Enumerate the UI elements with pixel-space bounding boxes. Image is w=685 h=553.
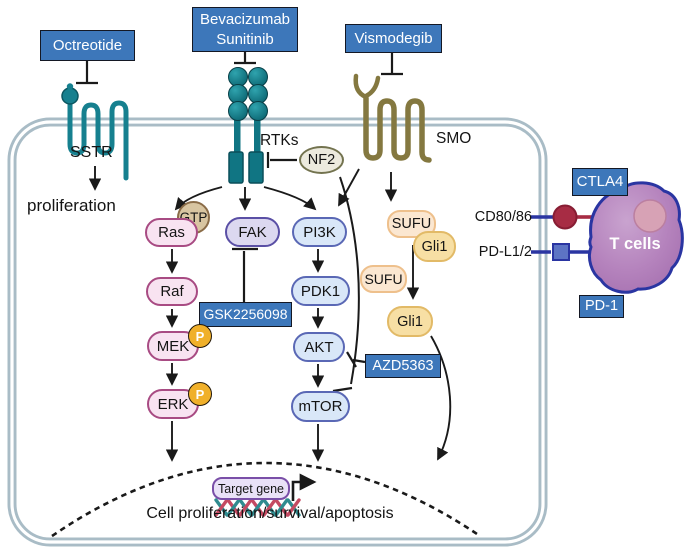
sufu-complex-node: SUFU	[387, 210, 436, 238]
gsk-fak-inhibition-line	[232, 247, 258, 302]
tcell-shape	[587, 181, 684, 294]
akt-node: AKT	[293, 332, 345, 362]
nucleus-boundary	[51, 461, 481, 538]
azd5363-drug-box: AZD5363	[365, 354, 441, 378]
pi3k-node: PI3K	[292, 217, 347, 247]
azd-akt-inhibition-line	[346, 351, 366, 368]
sunitinib-label: Sunitinib	[216, 30, 274, 48]
cd80-86-label: CD80/86	[474, 209, 532, 225]
proliferation-label: proliferation	[27, 196, 116, 215]
signaling-arrows	[88, 166, 452, 462]
rtk-receptor-icon	[228, 67, 268, 184]
raf-node: Raf	[146, 277, 198, 306]
pd-l1-2-label: PD-L1/2	[478, 244, 532, 260]
sufu-free-node: SUFU	[360, 265, 407, 293]
gli1-free-node: Gli1	[387, 306, 433, 337]
mek-node: MEK	[147, 331, 199, 361]
sstr-label: SSTR	[70, 144, 113, 161]
smo-label: SMO	[436, 130, 472, 147]
mtor-node: mTOR	[291, 391, 350, 422]
bevacizumab-sunitinib-drug-box: Bevacizumab Sunitinib	[192, 7, 298, 52]
erk-phospho-badge: P	[188, 382, 212, 406]
bevacizumab-label: Bevacizumab	[199, 11, 291, 28]
smo-receptor-icon	[353, 73, 432, 163]
outcome-label: Cell proliferation/survival/apoptosis	[146, 505, 394, 522]
tcell-nucleus	[633, 199, 667, 233]
nf2-node: NF2	[299, 146, 344, 174]
pdl1-ligand-icon	[552, 243, 570, 261]
tumor-cell-membrane	[7, 117, 548, 547]
sstr-receptor-icon	[61, 83, 129, 181]
nf2-rtk-inhibition-line	[266, 152, 297, 168]
vismodegib-inhibition-line	[381, 53, 403, 76]
vismodegib-drug-box: Vismodegib	[345, 24, 442, 53]
octreotide-inhibition-line	[76, 61, 98, 85]
dna-helix-icon	[214, 498, 301, 517]
cd80-ligand-icon	[552, 204, 578, 230]
transcription-arrow-icon	[291, 473, 317, 501]
octreotide-drug-box: Octreotide	[40, 30, 135, 61]
mek-phospho-badge: P	[188, 324, 212, 348]
gsk2256098-drug-box: GSK2256098	[199, 302, 292, 327]
rtks-label: RTKs	[260, 132, 299, 149]
target-gene-node: Target gene	[212, 477, 290, 500]
fak-node: FAK	[225, 217, 280, 247]
cd80-connector	[531, 204, 593, 230]
t-cells-label: T cells	[609, 235, 661, 253]
pdk1-node: PDK1	[291, 276, 350, 306]
gli1-complex-node: Gli1	[413, 231, 456, 262]
bevacizumab-inhibition-line	[234, 52, 256, 65]
ctla4-box: CTLA4	[572, 168, 628, 196]
ras-node: Ras	[145, 218, 198, 247]
pd1-box: PD-1	[579, 295, 624, 318]
